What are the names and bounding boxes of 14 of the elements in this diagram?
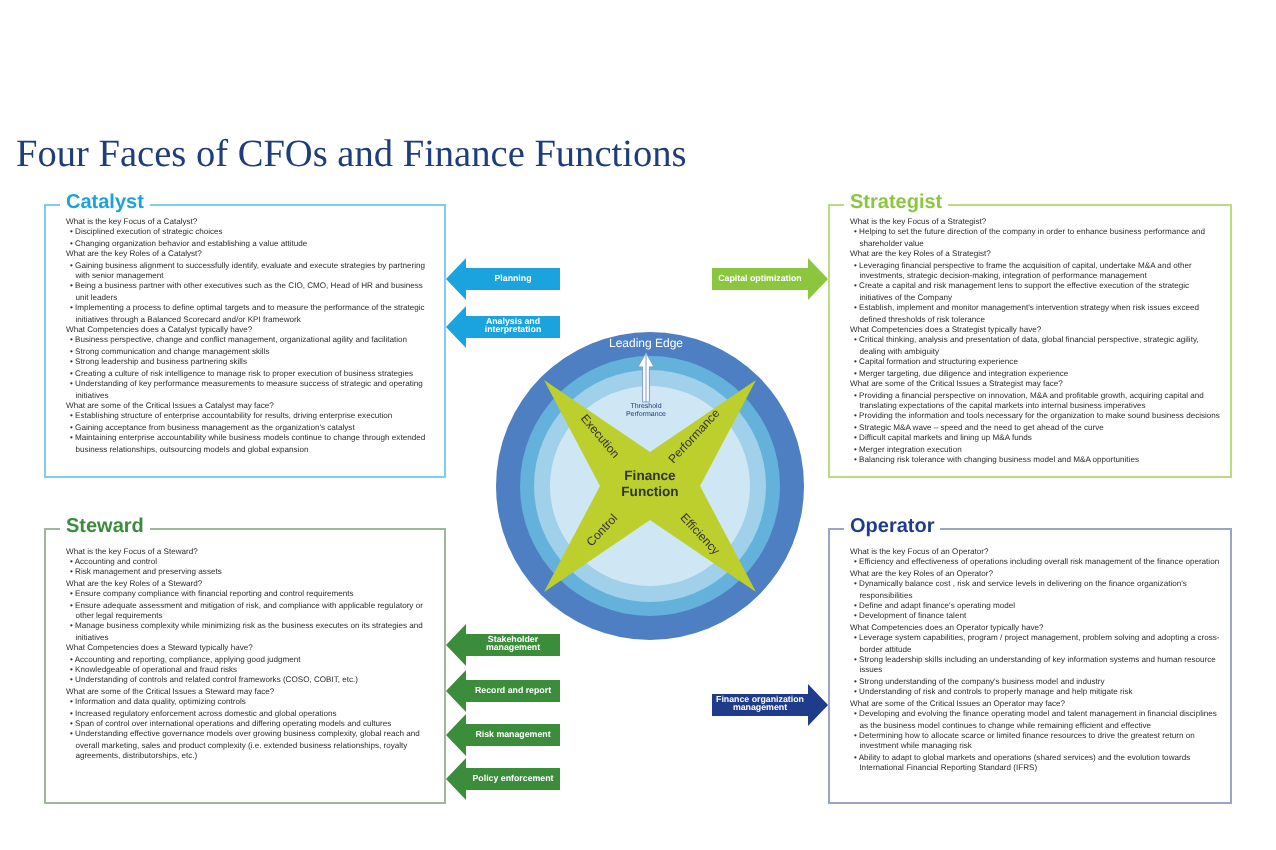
block-arrow (446, 258, 560, 300)
arrow (637, 352, 655, 403)
block-arrow (712, 258, 828, 300)
cross-shape (540, 376, 760, 596)
panel-heading: Strategist (844, 192, 949, 216)
block-arrow (446, 624, 560, 666)
block-arrow (446, 758, 560, 800)
page-title: Four Faces of CFOs and Finance Functions (16, 132, 687, 180)
block-arrow (712, 684, 828, 726)
block-arrow (446, 306, 560, 348)
panel-heading: Operator (844, 516, 941, 540)
block-arrow (446, 714, 560, 756)
panel-heading: Catalyst (60, 192, 150, 216)
block-arrow (446, 670, 560, 712)
